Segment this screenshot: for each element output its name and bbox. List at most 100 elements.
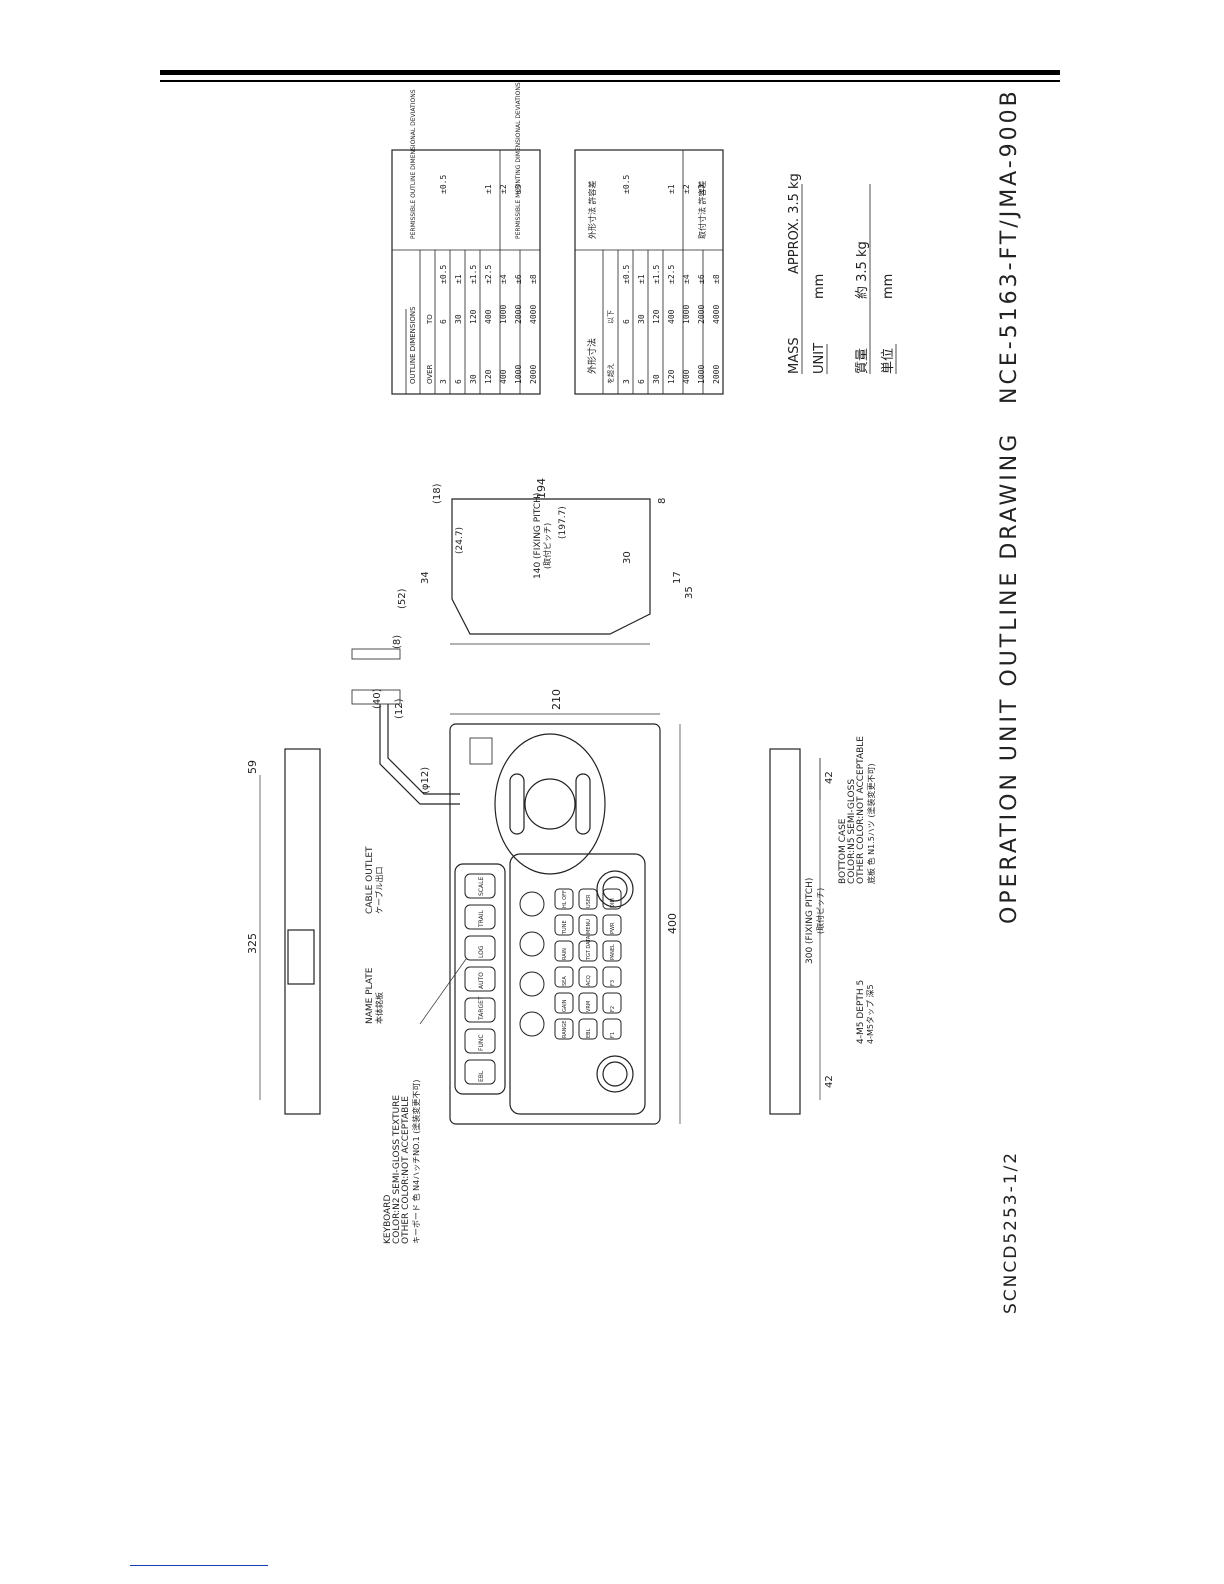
left-panel-key-5[interactable] — [464, 904, 496, 930]
mass-value: APPROX. 3.5 kg — [787, 173, 802, 274]
name-plate-note-0: NAME PLATE — [365, 967, 375, 1024]
control-key-label-3: RAIN — [562, 948, 568, 960]
table-en-outline-1: ±1 — [454, 274, 463, 284]
rotary-knob-0[interactable] — [519, 1011, 545, 1037]
table-en-sub-0: OVER — [426, 364, 434, 384]
right-big-knob[interactable] — [596, 870, 634, 908]
dim-42b: 42 — [824, 771, 835, 784]
left-panel-key-6[interactable] — [464, 873, 496, 899]
control-key-5[interactable] — [554, 888, 574, 910]
table-en-mount-5: ±3 — [514, 184, 523, 194]
table-en-to-0: 6 — [439, 319, 448, 324]
connector — [351, 689, 401, 705]
control-key-3[interactable] — [554, 940, 574, 962]
control-key-label-6: EBL — [586, 1028, 592, 1038]
control-key-label-1: GAIN — [562, 999, 568, 1012]
left-panel-key-1[interactable] — [464, 1028, 496, 1054]
table-en-outline-0: ±0.5 — [439, 265, 448, 284]
bottom-case-note-1: COLOR:N5 SEMI-GLOSS — [847, 779, 857, 884]
control-key-9[interactable] — [578, 940, 598, 962]
table-en-header-1: PERMISSIBLE OUTLINE DIMENSIONAL DEVIATIO… — [410, 89, 417, 239]
control-key-4[interactable] — [554, 914, 574, 936]
tolerance-table-jp: 外形寸法 外形寸法 許容差 取付寸法 許容差 を超え 以下 36±0.5±0.5… — [574, 149, 724, 395]
cable-outlet-note-1: ケーブル出口 — [374, 866, 384, 914]
table-en-to-5: 2000 — [514, 305, 523, 324]
control-key-6[interactable] — [578, 1018, 598, 1040]
control-key-13[interactable] — [602, 992, 622, 1014]
table-jp-sub-0: を超え — [606, 363, 615, 384]
control-key-label-15: PANEL — [610, 944, 616, 960]
header-rule-thin — [160, 80, 1060, 82]
left-panel-key-label-4: LOG — [478, 945, 485, 958]
dim-325: 325 — [246, 933, 259, 954]
control-key-label-2: SEA — [562, 976, 568, 986]
left-key-panel — [454, 863, 506, 1095]
control-key-label-14: F3 — [610, 980, 616, 986]
control-key-10[interactable] — [578, 914, 598, 936]
table-en-outline-2: ±1.5 — [469, 265, 478, 284]
table-jp-sub-1: 以下 — [607, 310, 615, 324]
mass-value-jp: 約 3.5 kg — [855, 241, 870, 299]
name-plate-note-1: 本体銘板 — [374, 992, 384, 1024]
dim-300: 300 (FIXING PITCH) — [805, 878, 815, 964]
bottom-case-note-0: BOTTOM CASE — [838, 818, 848, 884]
table-en-header-0: OUTLINE DIMENSIONS — [409, 306, 417, 384]
left-panel-key-0[interactable] — [464, 1059, 496, 1085]
control-key-8[interactable] — [578, 966, 598, 988]
mass-label: MASS — [787, 337, 802, 374]
left-panel-key-label-3: AUTO — [478, 972, 485, 989]
rotary-knob-3[interactable] — [519, 891, 545, 917]
table-en-to-6: 4000 — [529, 305, 538, 324]
rotary-knob-2[interactable] — [519, 931, 545, 957]
control-key-7[interactable] — [578, 992, 598, 1014]
dim-12: (12) — [394, 698, 405, 719]
control-key-12[interactable] — [602, 1018, 622, 1040]
control-key-14[interactable] — [602, 966, 622, 988]
control-key-2[interactable] — [554, 966, 574, 988]
table-jp-over-3: 120 — [667, 369, 676, 384]
table-en-outline-5: ±6 — [514, 274, 523, 284]
left-big-knob[interactable] — [596, 1055, 634, 1093]
dim-400: 400 — [666, 913, 679, 934]
dim-140: 140 (FIXING PITCH) — [533, 493, 543, 579]
control-key-16[interactable] — [602, 914, 622, 936]
m5-annotation: 4-M5 DEPTH 5 4-M5タップ 深5 — [856, 980, 875, 1044]
left-panel-key-4[interactable] — [464, 935, 496, 961]
table-en-header-2: PERMISSIBLE MOUNTING DIMENSIONAL DEVIATI… — [515, 82, 522, 239]
table-jp-to-3: 400 — [667, 309, 676, 324]
control-key-0[interactable] — [554, 1018, 574, 1040]
table-jp-to-6: 4000 — [712, 305, 721, 324]
table-jp-outline-1: ±1 — [637, 274, 646, 284]
table-jp-outline-2: ±1.5 — [652, 265, 661, 284]
control-key-label-10: MENU — [586, 919, 592, 934]
control-key-15[interactable] — [602, 940, 622, 962]
control-panel — [509, 853, 646, 1115]
left-panel-key-3[interactable] — [464, 966, 496, 992]
left-panel-key-label-6: SCALE — [478, 877, 485, 896]
table-en-mount-4: ±2 — [499, 184, 508, 194]
table-jp-header-1: 外形寸法 許容差 — [587, 180, 597, 239]
dim-18: (18) — [432, 483, 443, 504]
control-key-11[interactable] — [578, 888, 598, 910]
left-panel-key-label-1: FUNC — [478, 1034, 485, 1051]
control-key-1[interactable] — [554, 992, 574, 1014]
table-jp-outline-4: ±4 — [682, 274, 691, 284]
dim-40: (40) — [372, 688, 383, 709]
table-en-over-5: 1000 — [514, 365, 523, 384]
table-jp-over-1: 6 — [637, 379, 646, 384]
table-en-to-3: 400 — [484, 309, 493, 324]
table-jp-over-0: 3 — [622, 379, 631, 384]
end-view-outline — [451, 498, 651, 635]
rotary-knob-1[interactable] — [519, 971, 545, 997]
trackball[interactable] — [524, 778, 576, 830]
keyboard-annotation: KEYBOARD COLOR:N2 SEMI-GLOSS TEXTURE OTH… — [383, 1079, 421, 1244]
table-en-sub-1: TO — [426, 314, 434, 325]
footer-rule — [130, 1565, 268, 1566]
left-panel-key-2[interactable] — [464, 997, 496, 1023]
table-en-to-4: 1000 — [499, 305, 508, 324]
table-jp-outline-5: ±6 — [697, 274, 706, 284]
control-key-label-9: TGT DATA — [586, 935, 592, 961]
table-en-outline-4: ±4 — [499, 274, 508, 284]
mass-label-jp: 質量 — [855, 348, 870, 374]
